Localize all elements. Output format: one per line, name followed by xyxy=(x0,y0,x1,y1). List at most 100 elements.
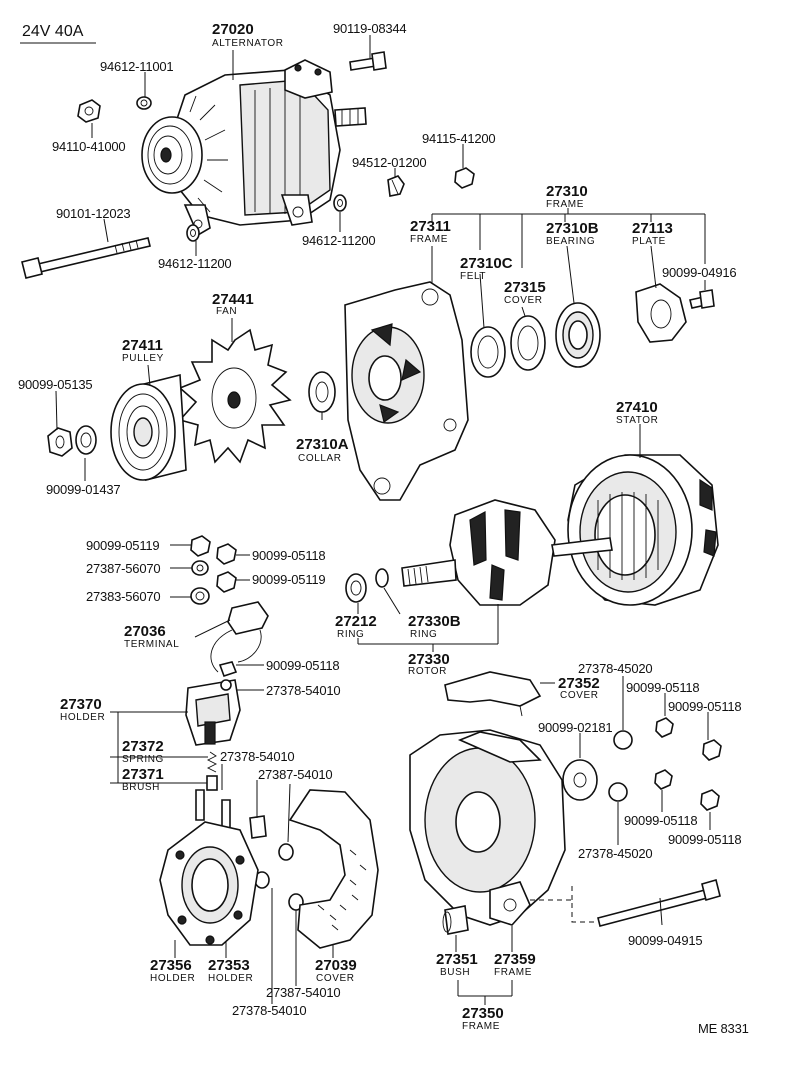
terminal-hardware-drawing xyxy=(190,535,237,605)
rectifier-cover-drawing xyxy=(288,789,379,949)
part-27310-number: 27310 xyxy=(546,183,588,200)
part-90099-04915: 90099-04915 xyxy=(628,933,703,948)
part-27330-name: ROTOR xyxy=(408,666,447,677)
holder-screws-drawing xyxy=(195,789,304,911)
part-27410-number: 27410 xyxy=(616,399,658,416)
part-90099-05118-c: 90099-05118 xyxy=(626,680,700,695)
part-27356-number: 27356 xyxy=(150,957,192,974)
part-27020-number: 27020 xyxy=(212,21,254,38)
rear-frame-drawing xyxy=(409,729,566,935)
part-90099-05118-terminal: 90099-05118 xyxy=(266,658,340,673)
pulley-nut-drawing xyxy=(47,425,97,457)
part-27378-45020-upper: 27378-45020 xyxy=(578,661,653,676)
part-27310B-name: BEARING xyxy=(546,236,596,247)
part-27387-56070: 27387-56070 xyxy=(86,561,161,576)
stator-drawing xyxy=(567,454,719,606)
part-27371-number: 27371 xyxy=(122,766,164,783)
rear-hardware-drawing xyxy=(562,717,722,927)
part-90099-05135: 90099-05135 xyxy=(18,377,93,392)
part-90119-08344: 90119-08344 xyxy=(333,21,407,36)
part-90099-04916: 90099-04916 xyxy=(662,265,737,280)
part-27387-54010-lower: 27387-54010 xyxy=(266,985,341,1000)
part-27310A-number: 27310A xyxy=(296,436,349,453)
frame-27311-drawing xyxy=(344,281,469,501)
pulley-drawing xyxy=(110,373,187,482)
part-27350-number: 27350 xyxy=(462,1005,504,1022)
part-27315-name: COVER xyxy=(504,295,543,306)
part-27351-name: BUSH xyxy=(440,967,471,978)
part-27383-56070: 27383-56070 xyxy=(86,589,161,604)
part-27311-number: 27311 xyxy=(410,218,451,235)
part-27330B-number: 27330B xyxy=(408,613,461,630)
part-27310A-name: COLLAR xyxy=(298,453,342,464)
part-90099-05118-e: 90099-05118 xyxy=(624,813,698,828)
part-27311-name: FRAME xyxy=(410,234,448,245)
part-94110-41000: 94110-41000 xyxy=(52,139,126,154)
part-27330B-name: RING xyxy=(410,629,438,640)
part-27387-54010-upper: 27387-54010 xyxy=(258,767,333,782)
part-27351-number: 27351 xyxy=(436,951,478,968)
part-90099-05119-lower: 90099-05119 xyxy=(252,572,326,587)
part-27353-name: HOLDER xyxy=(208,973,254,984)
part-27039-number: 27039 xyxy=(315,957,357,974)
rectifier-holder-drawing xyxy=(159,821,259,946)
part-27378-54010-holder: 27378-54010 xyxy=(266,683,341,698)
part-27410-name: STATOR xyxy=(616,415,659,426)
part-27370-name: HOLDER xyxy=(60,712,106,723)
part-27310C-name: FELT xyxy=(460,271,487,282)
rotor-drawing xyxy=(401,499,613,606)
rear-cover-drawing xyxy=(444,671,542,717)
header-title: 24V 40A xyxy=(22,23,84,40)
part-94115-41200: 94115-41200 xyxy=(422,131,496,146)
part-94512-01200: 94512-01200 xyxy=(352,155,427,170)
part-90099-05118-upper: 90099-05118 xyxy=(252,548,326,563)
alternator-assembly-drawing xyxy=(141,59,367,237)
part-27372-number: 27372 xyxy=(122,738,164,755)
part-94612-11200-left: 94612-11200 xyxy=(158,256,232,271)
rings-drawing xyxy=(345,568,389,603)
brush-holder-drawing xyxy=(185,679,241,791)
part-27378-54010-spring: 27378-54010 xyxy=(220,749,295,764)
part-27356-name: HOLDER xyxy=(150,973,196,984)
part-27036-number: 27036 xyxy=(124,623,166,640)
part-27378-54010-lower: 27378-54010 xyxy=(232,1003,307,1018)
part-90099-05118-f: 90099-05118 xyxy=(668,832,742,847)
collar-drawing xyxy=(308,371,336,413)
part-27352-name: COVER xyxy=(560,690,599,701)
part-27310-name: FRAME xyxy=(546,199,584,210)
part-27350-name: FRAME xyxy=(462,1021,500,1032)
part-27370-number: 27370 xyxy=(60,696,102,713)
part-27372-name: SPRING xyxy=(122,754,164,765)
part-27330-number: 27330 xyxy=(408,651,450,668)
part-27020-name: ALTERNATOR xyxy=(212,38,284,49)
fan-drawing xyxy=(178,328,292,464)
part-27113-name: PLATE xyxy=(632,236,666,247)
part-27352-number: 27352 xyxy=(558,675,600,692)
leader-lines xyxy=(55,35,711,1005)
bearing-set-drawing xyxy=(470,283,715,378)
part-90099-01437: 90099-01437 xyxy=(46,482,121,497)
part-27378-45020-lower: 27378-45020 xyxy=(578,846,653,861)
part-27310C-number: 27310C xyxy=(460,255,513,272)
part-27441-number: 27441 xyxy=(212,291,254,308)
part-27411-name: PULLEY xyxy=(122,353,164,364)
part-27036-name: TERMINAL xyxy=(124,639,180,650)
small-hardware-top xyxy=(21,51,475,279)
part-27371-name: BRUSH xyxy=(122,782,161,793)
part-27353-number: 27353 xyxy=(208,957,250,974)
part-94612-11001: 94612-11001 xyxy=(100,59,174,74)
part-27212-name: RING xyxy=(337,629,365,640)
part-27359-name: FRAME xyxy=(494,967,532,978)
terminal-drawing xyxy=(210,601,269,678)
part-27310B-number: 27310B xyxy=(546,220,599,237)
part-27359-number: 27359 xyxy=(494,951,536,968)
part-27441-name: FAN xyxy=(216,306,238,317)
diagram-ref: ME 8331 xyxy=(698,1021,749,1036)
part-90101-12023: 90101-12023 xyxy=(56,206,131,221)
part-27411-number: 27411 xyxy=(122,337,163,354)
part-90099-05119-upper: 90099-05119 xyxy=(86,538,160,553)
part-27113-number: 27113 xyxy=(632,220,673,237)
part-90099-05118-d: 90099-05118 xyxy=(668,699,742,714)
